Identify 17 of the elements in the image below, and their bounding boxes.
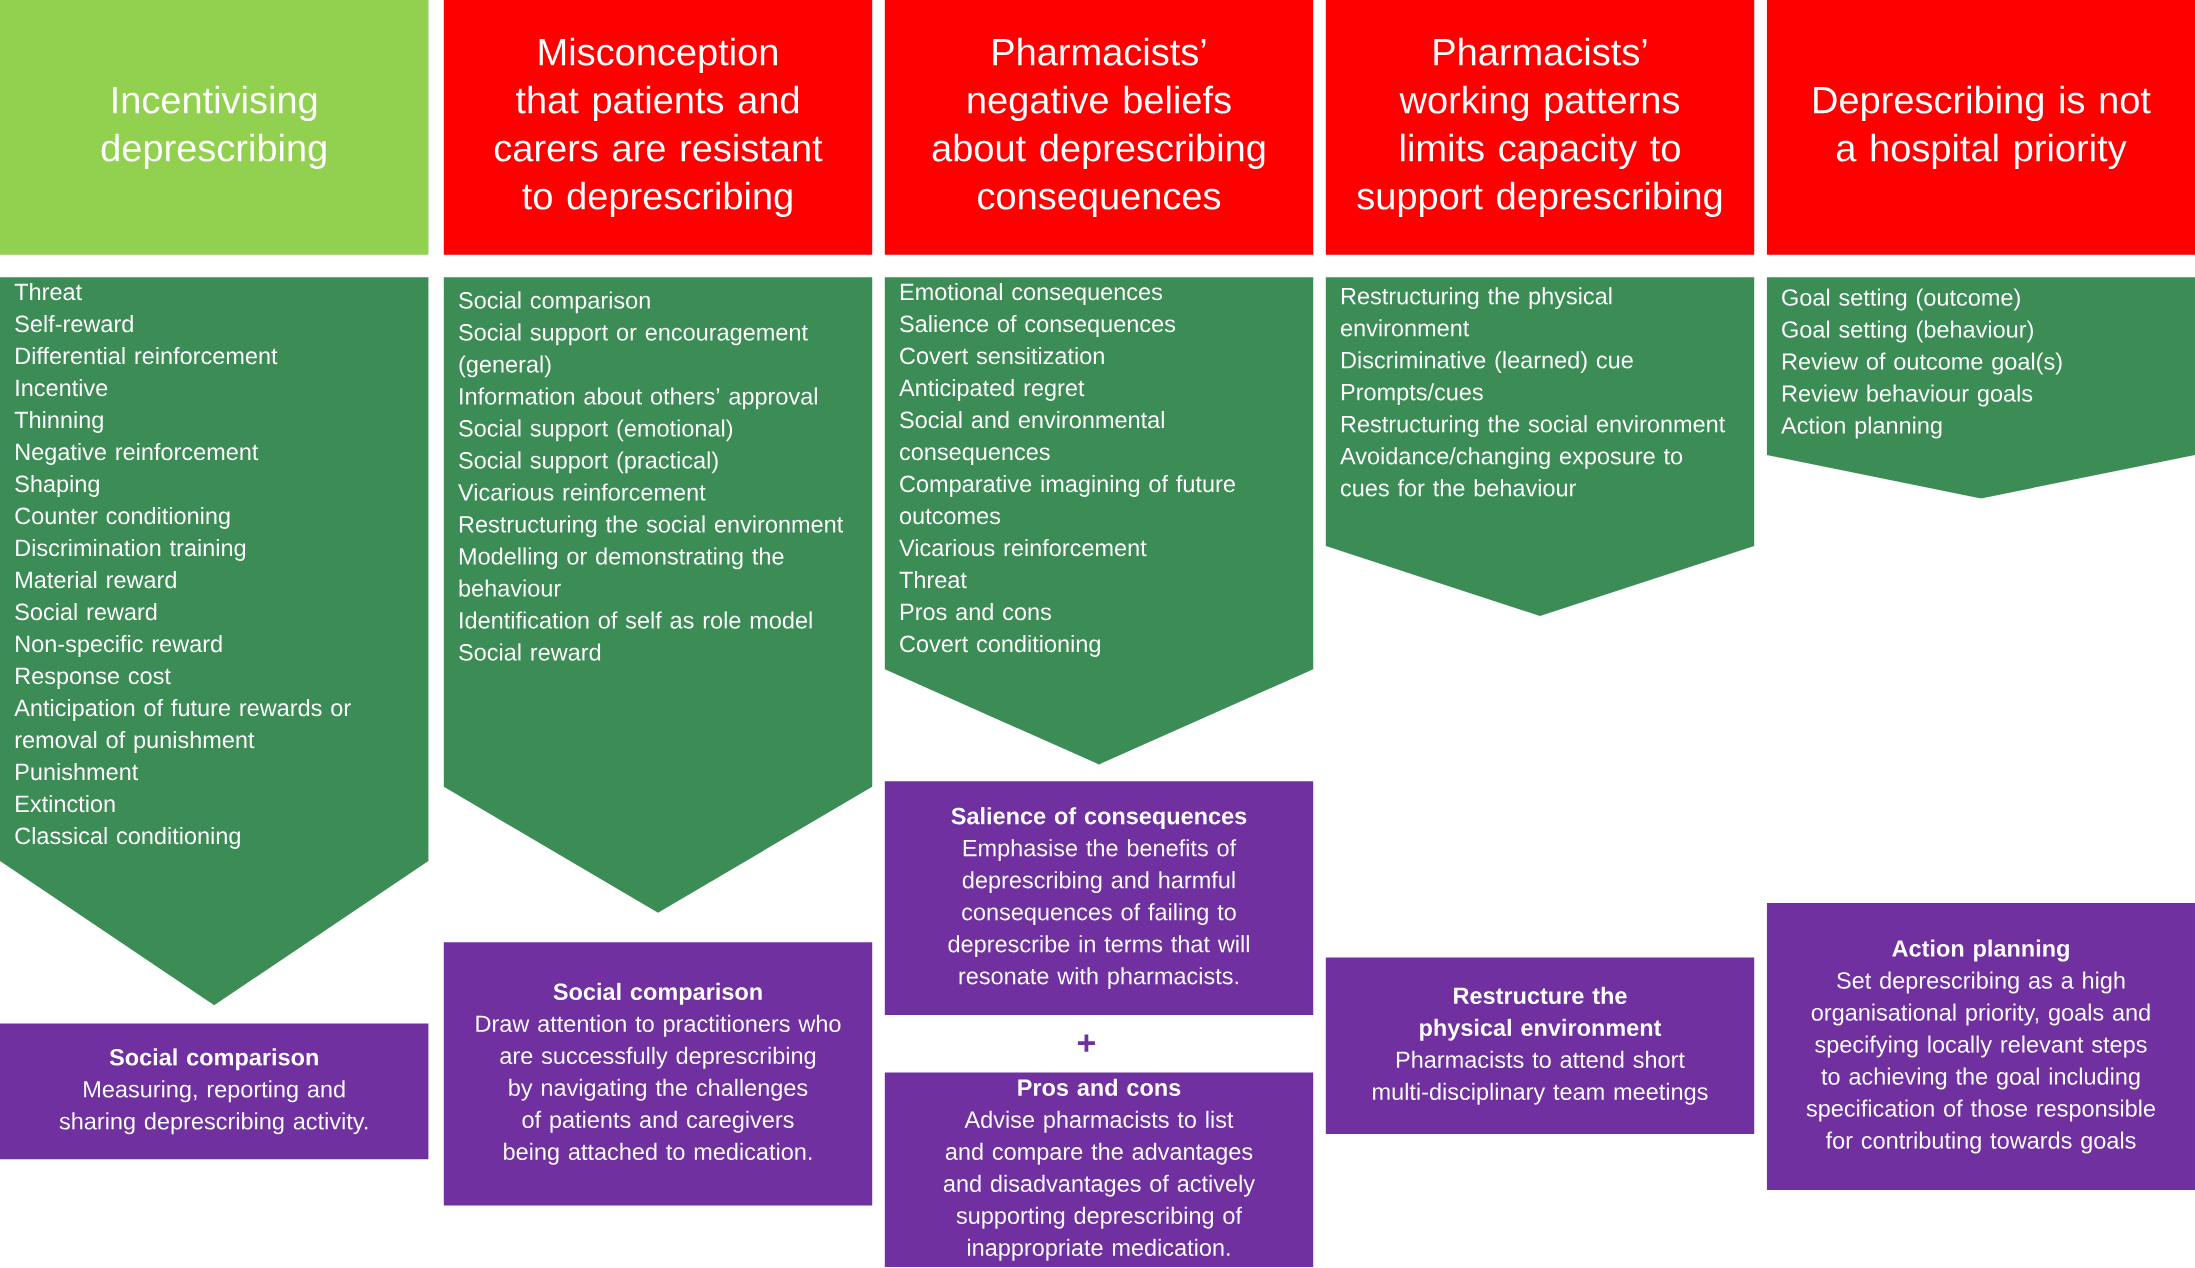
technique-box: Social comparison Measuring, reporting and sharing deprescribing activity. [0, 1023, 429, 1160]
heading-box: Pharmacists’ negative beliefs about deprescribing consequences [884, 0, 1314, 255]
chevron-list: Social comparison Social support or encouragement (general) Information about others’ approval Social support (emotional) Social support (practical) Vicarious reinforcement Restructuring the social environment Modelling or demonstrating the behaviour Identification of self as role model Social reward [443, 277, 873, 913]
heading-box: Deprescribing is not a hospital priority [1766, 0, 2195, 255]
chevron-list: Threat Self-reward Differential reinforcement Incentive Thinning Negative reinforcement Shaping Counter conditioning Discrimination training Material reward Social reward Non-specific reward Response cost Anticipation of future rewards or removal of punishment Punishment Extinction Classical conditioning [0, 277, 429, 1006]
technique-box: Salience of consequences Emphasise the benefits of deprescribing and harmful consequences of failing to deprescribe in terms that will resonate with pharmacists. [884, 781, 1314, 1015]
chevron-list: Emotional consequences Salience of consequences Covert sensitization Anticipated regret Social and environmental consequences Comparative imagining of future outcomes Vicarious reinforcement Threat Pros and cons Covert conditioning [884, 277, 1314, 765]
chevron-list: Restructuring the physical environment Discriminative (learned) cue Prompts/cues Restructuring the social environment Avoidance/changing exposure to cues for the behaviour [1325, 277, 1755, 616]
technique-box: Restructure the physical environment Pharmacists to attend short multi-disciplinary team meetings [1325, 957, 1755, 1134]
heading-box: Incentivising deprescribing [0, 0, 429, 255]
plus-sign: + [1077, 1034, 1095, 1052]
heading-box: Misconception that patients and carers are resistant to deprescribing [443, 0, 873, 255]
technique-box: Social comparison Draw attention to practitioners who are successfully deprescribing by navigating the challenges of patients and caregivers being attached to medication. [443, 942, 873, 1206]
technique-box: Pros and cons Advise pharmacists to list and compare the advantages and disadvantages of actively supporting deprescribing of inappropriate medication. [884, 1072, 1314, 1267]
chevron-list: Goal setting (outcome) Goal setting (behaviour) Review of outcome goal(s) Review behaviour goals Action planning [1766, 277, 2195, 499]
technique-box: Action planning Set deprescribing as a high organisational priority, goals and specifying locally relevant steps to achieving the goal including specification of those responsible for contributing towards goals [1766, 903, 2195, 1190]
heading-box: Pharmacists’ working patterns limits capacity to support deprescribing [1325, 0, 1755, 255]
